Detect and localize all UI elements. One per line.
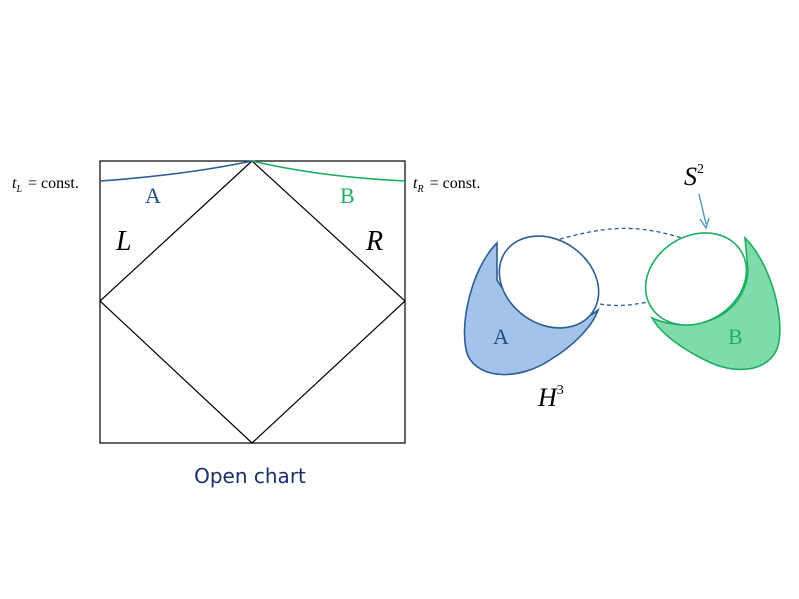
body-B-cap: [644, 232, 748, 326]
body-A-cap: [498, 235, 600, 329]
body-B: B: [644, 232, 781, 371]
hyperbolic-label: H3: [537, 383, 564, 412]
penrose-region-B: B: [340, 183, 355, 208]
body-A-label: A: [493, 324, 509, 349]
dashed-connector-top: [552, 227, 683, 242]
slice-curve-A: [99, 160, 253, 182]
dashed-connector-bottom: [599, 301, 649, 307]
tL-label: tL= const.: [12, 175, 79, 195]
sphere-arrow-head: [699, 217, 710, 230]
slice-curve-B: [251, 160, 406, 182]
sphere-label: S2: [684, 162, 704, 191]
penrose-diagram: tL= const. tR= const. A B L R Open chart: [12, 160, 480, 488]
wedge-L-label: L: [115, 226, 132, 257]
wedge-R-label: R: [365, 226, 383, 257]
body-A: A: [463, 235, 600, 376]
caption: Open chart: [194, 464, 306, 488]
sphere-arrow: [698, 193, 707, 225]
penrose-diamond: [99, 160, 406, 444]
geometry-sketch: A B S2 H3: [463, 162, 781, 412]
body-B-label: B: [728, 324, 743, 349]
tR-label: tR= const.: [413, 175, 480, 195]
penrose-region-A: A: [145, 183, 161, 208]
